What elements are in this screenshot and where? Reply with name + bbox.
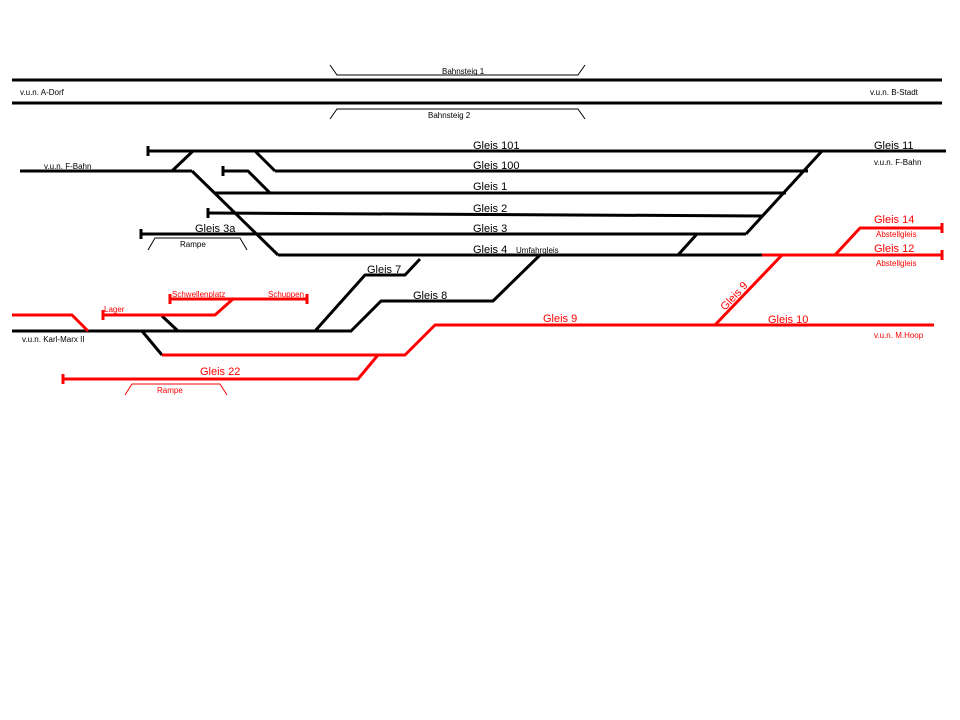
label-abstellgleis-14: Abstellgleis: [876, 230, 916, 239]
direction-a-dorf: v.u.n. A-Dorf: [20, 88, 65, 97]
track-gleis-9: [378, 323, 715, 357]
platform-1-outline: [329, 64, 586, 76]
track-red-left-stub: [12, 313, 90, 333]
label-gleis-10: Gleis 10: [768, 314, 808, 326]
label-gleis-14: Gleis 14: [874, 214, 914, 226]
label-gleis-9-diagonal: Gleis 9: [718, 280, 750, 313]
platform-2-outline: [329, 108, 586, 120]
track-left-ladder: [190, 169, 280, 257]
track-gleis-9-diagonal: [713, 253, 784, 327]
platform-1-label: Bahnsteig 1: [442, 67, 485, 76]
track-gleis-1-stub: [223, 169, 272, 195]
label-gleis-100: Gleis 100: [473, 160, 519, 172]
label-gleis-9: Gleis 9: [543, 313, 577, 325]
track-gleis-22: [63, 354, 380, 381]
label-gleis-22: Gleis 22: [200, 366, 240, 378]
direction-m-hoop: v.u.n. M.Hoop: [874, 331, 924, 340]
label-gleis-3a: Gleis 3a: [195, 223, 236, 235]
ramp-upper-label: Rampe: [180, 240, 206, 249]
ramp-upper-outline: [147, 237, 248, 251]
label-gleis-2: Gleis 2: [473, 203, 507, 215]
direction-f-bahn-left: v.u.n. F-Bahn: [44, 162, 91, 171]
red-tracks: [12, 223, 944, 384]
track-gleis-8: [349, 253, 542, 333]
label-gleis-11: Gleis 11: [874, 140, 914, 152]
track-gleis-14: [833, 226, 942, 257]
label-gleis-4: Gleis 4: [473, 244, 507, 256]
track-gleis-2: [207, 211, 763, 218]
track-right-ladder: [744, 149, 824, 236]
direction-karl-marx: v.u.n. Karl-Marx II: [22, 335, 85, 344]
red-labels: Gleis 14 Abstellgleis Gleis 12 Abstellgl…: [104, 214, 924, 378]
track-lager: [103, 297, 234, 317]
track-gleis-4-right-crossover: [676, 232, 699, 257]
direction-b-stadt: v.u.n. B-Stadt: [870, 88, 919, 97]
label-schuppen: Schuppen: [268, 290, 304, 299]
label-abstellgleis-12: Abstellgleis: [876, 259, 916, 268]
label-gleis-12: Gleis 12: [874, 243, 914, 255]
label-lager: Lager: [104, 305, 125, 314]
track-karl-marx-switch-a: [160, 314, 180, 333]
label-gleis-101: Gleis 101: [473, 140, 519, 152]
track-switch-left-a: [170, 149, 195, 173]
ramp-lower-label: Rampe: [157, 386, 183, 395]
label-gleis-3: Gleis 3: [473, 223, 507, 235]
label-umfahrgleis: Umfahrgleis: [516, 246, 559, 255]
label-gleis-7: Gleis 7: [367, 264, 401, 276]
label-gleis-1: Gleis 1: [473, 181, 507, 193]
direction-f-bahn-right: v.u.n. F-Bahn: [874, 158, 921, 167]
platform-2-label: Bahnsteig 2: [428, 111, 471, 120]
track-gleis-100-switch: [253, 149, 277, 173]
label-gleis-8: Gleis 8: [413, 290, 447, 302]
ramp-lower-outline: [124, 383, 228, 396]
black-tracks: [12, 146, 946, 356]
label-schwellenplatz: Schwellenplatz: [172, 290, 225, 299]
track-karl-marx-switch-b: [140, 330, 164, 356]
track-gleis-7: [313, 257, 422, 332]
